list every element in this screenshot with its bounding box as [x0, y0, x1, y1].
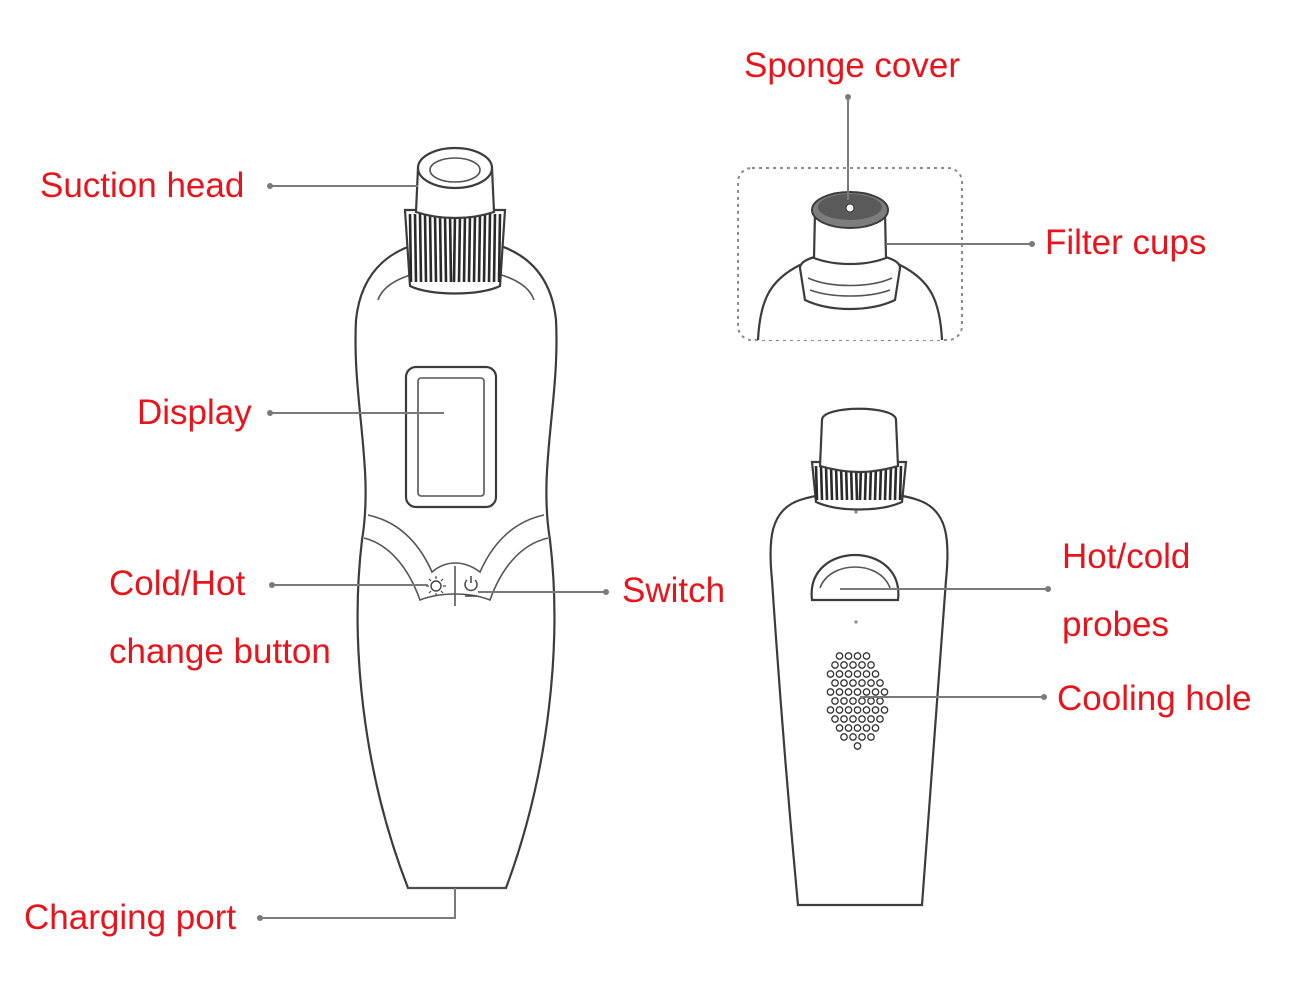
- power-icon: [464, 576, 478, 597]
- leader-lines: [257, 94, 1051, 921]
- label-cold-hot-line1: Cold/Hot: [109, 564, 246, 603]
- label-charging-port: Charging port: [24, 898, 237, 937]
- closeup-frame: [737, 167, 963, 341]
- device-front-view: [354, 146, 558, 890]
- label-hot-cold-line2: probes: [1062, 605, 1170, 644]
- label-cold-hot-line2: change button: [109, 632, 331, 671]
- label-filter-cups: Filter cups: [1045, 223, 1207, 262]
- filter-closeup: [737, 167, 963, 341]
- suction-head-tip: [414, 146, 496, 220]
- cooling-hole-grid: [826, 652, 889, 750]
- device-back-view: [769, 407, 949, 907]
- label-suction-head: Suction head: [40, 166, 245, 205]
- label-cooling-hole: Cooling hole: [1057, 679, 1252, 718]
- label-display: Display: [137, 393, 252, 432]
- label-switch: Switch: [622, 571, 726, 610]
- suction-head-ring: [403, 208, 507, 295]
- label-sponge-cover: Sponge cover: [744, 46, 960, 85]
- display-screen: [404, 365, 498, 509]
- label-hot-cold-line1: Hot/cold: [1062, 537, 1191, 576]
